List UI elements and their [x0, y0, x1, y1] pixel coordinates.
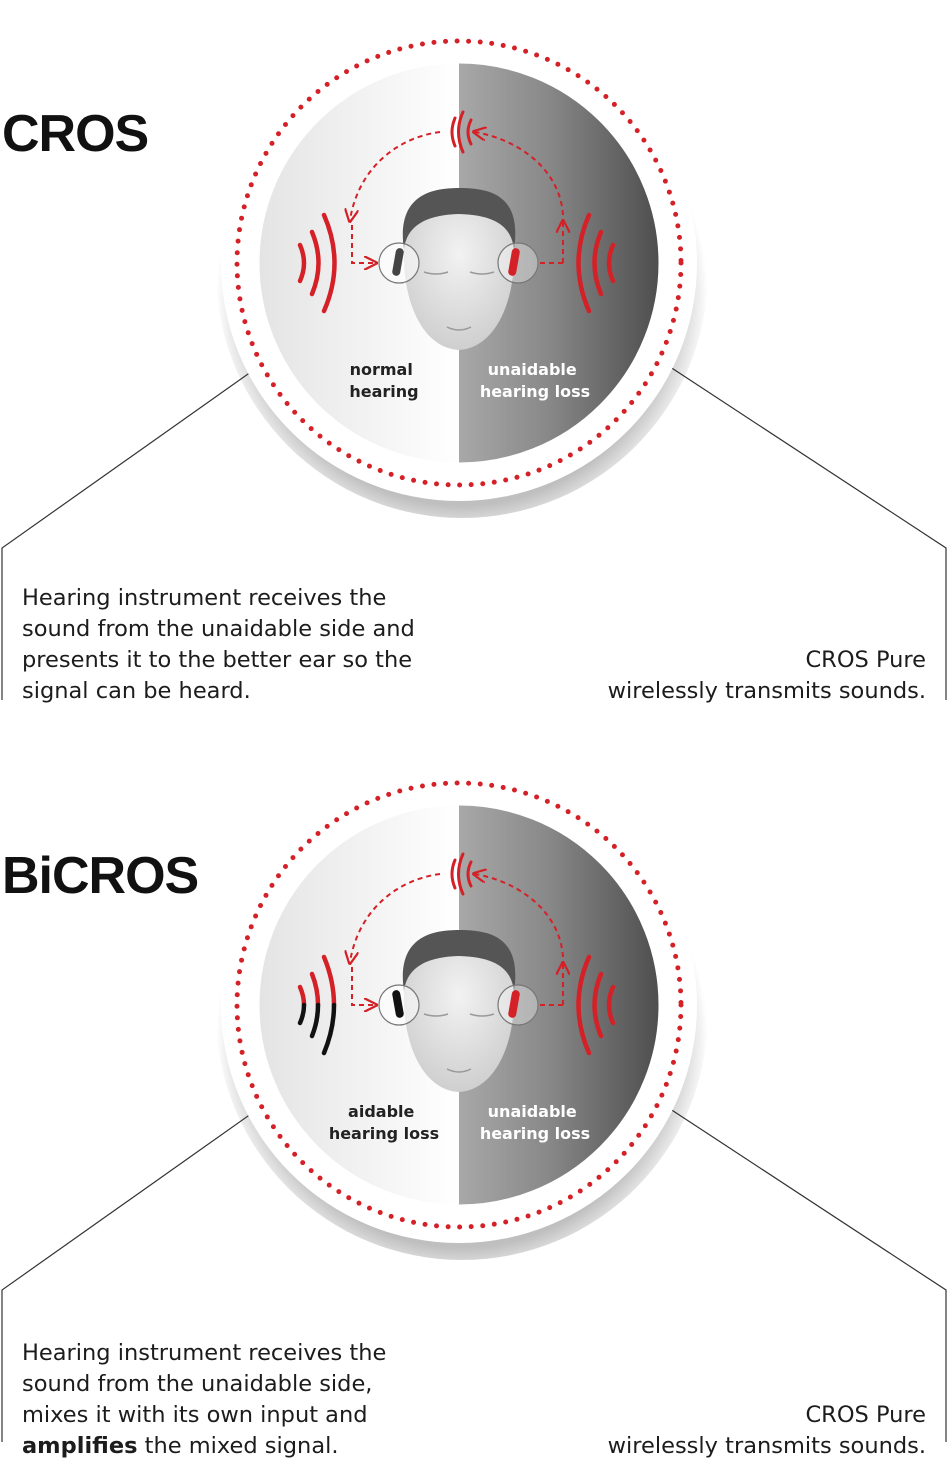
dotted-ring: [234, 38, 684, 488]
sound-wave-icon: [450, 110, 473, 154]
emphasis-text: amplifies: [22, 1433, 138, 1459]
description-line: amplifies the mixed signal.: [22, 1431, 462, 1462]
right-side-label: unaidable hearing loss: [480, 360, 590, 401]
description-line: Hearing instrument receives the: [22, 585, 387, 611]
sound-wave-icon: [576, 954, 616, 1056]
hearing-instrument-description: Hearing instrument receives the sound fr…: [22, 583, 462, 707]
description-line: Hearing instrument receives the: [22, 1340, 387, 1366]
cros-diagram: normal hearing unaidable hearing loss: [1, 25, 947, 700]
left-side-label: aidable hearing loss: [329, 1102, 439, 1143]
description-line: CROS Pure: [805, 647, 926, 673]
cros-pure-description: CROS Pure wirelessly transmits sounds.: [506, 645, 926, 707]
head-icon: [402, 188, 516, 350]
dashed-arrow-icon: [350, 874, 563, 1005]
dashed-arrow-icon: [350, 132, 563, 263]
cros-section: CROS: [0, 0, 950, 720]
section-title: CROS: [2, 105, 149, 163]
description-line: sound from the unaidable side and: [22, 616, 415, 642]
description-line: wirelessly transmits sounds.: [607, 678, 926, 704]
sound-wave-icon: [297, 954, 337, 1056]
description-line: presents it to the better ear so the: [22, 647, 413, 673]
right-ear-highlight: [497, 984, 539, 1026]
hearing-aid-icon: [392, 990, 404, 1018]
head-icon: [402, 930, 516, 1092]
left-side-label: normal hearing: [349, 360, 418, 401]
right-side-label: unaidable hearing loss: [480, 1102, 590, 1143]
description-line: mixes it with its own input and: [22, 1402, 368, 1428]
sound-wave-icon: [576, 212, 616, 314]
section-title: BiCROS: [2, 847, 199, 905]
description-line: signal can be heard.: [22, 678, 251, 704]
dotted-ring: [234, 780, 684, 1230]
bicros-section: BiCROS: [0, 742, 950, 1462]
sound-wave-icon: [297, 212, 337, 314]
description-line: wirelessly transmits sounds.: [607, 1433, 926, 1459]
sound-wave-icon: [450, 852, 473, 896]
bicros-diagram: aidable hearing loss unaidable hearing l…: [1, 767, 947, 1442]
cros-transmitter-icon: [508, 990, 520, 1018]
hearing-aid-icon: [392, 248, 404, 276]
hearing-instrument-description: Hearing instrument receives the sound fr…: [22, 1338, 462, 1462]
cros-transmitter-icon: [508, 248, 520, 276]
description-line: sound from the unaidable side,: [22, 1371, 373, 1397]
right-ear-highlight: [497, 242, 539, 284]
description-line: CROS Pure: [805, 1402, 926, 1428]
cros-pure-description: CROS Pure wirelessly transmits sounds.: [506, 1400, 926, 1462]
description-rest: the mixed signal.: [137, 1433, 339, 1459]
